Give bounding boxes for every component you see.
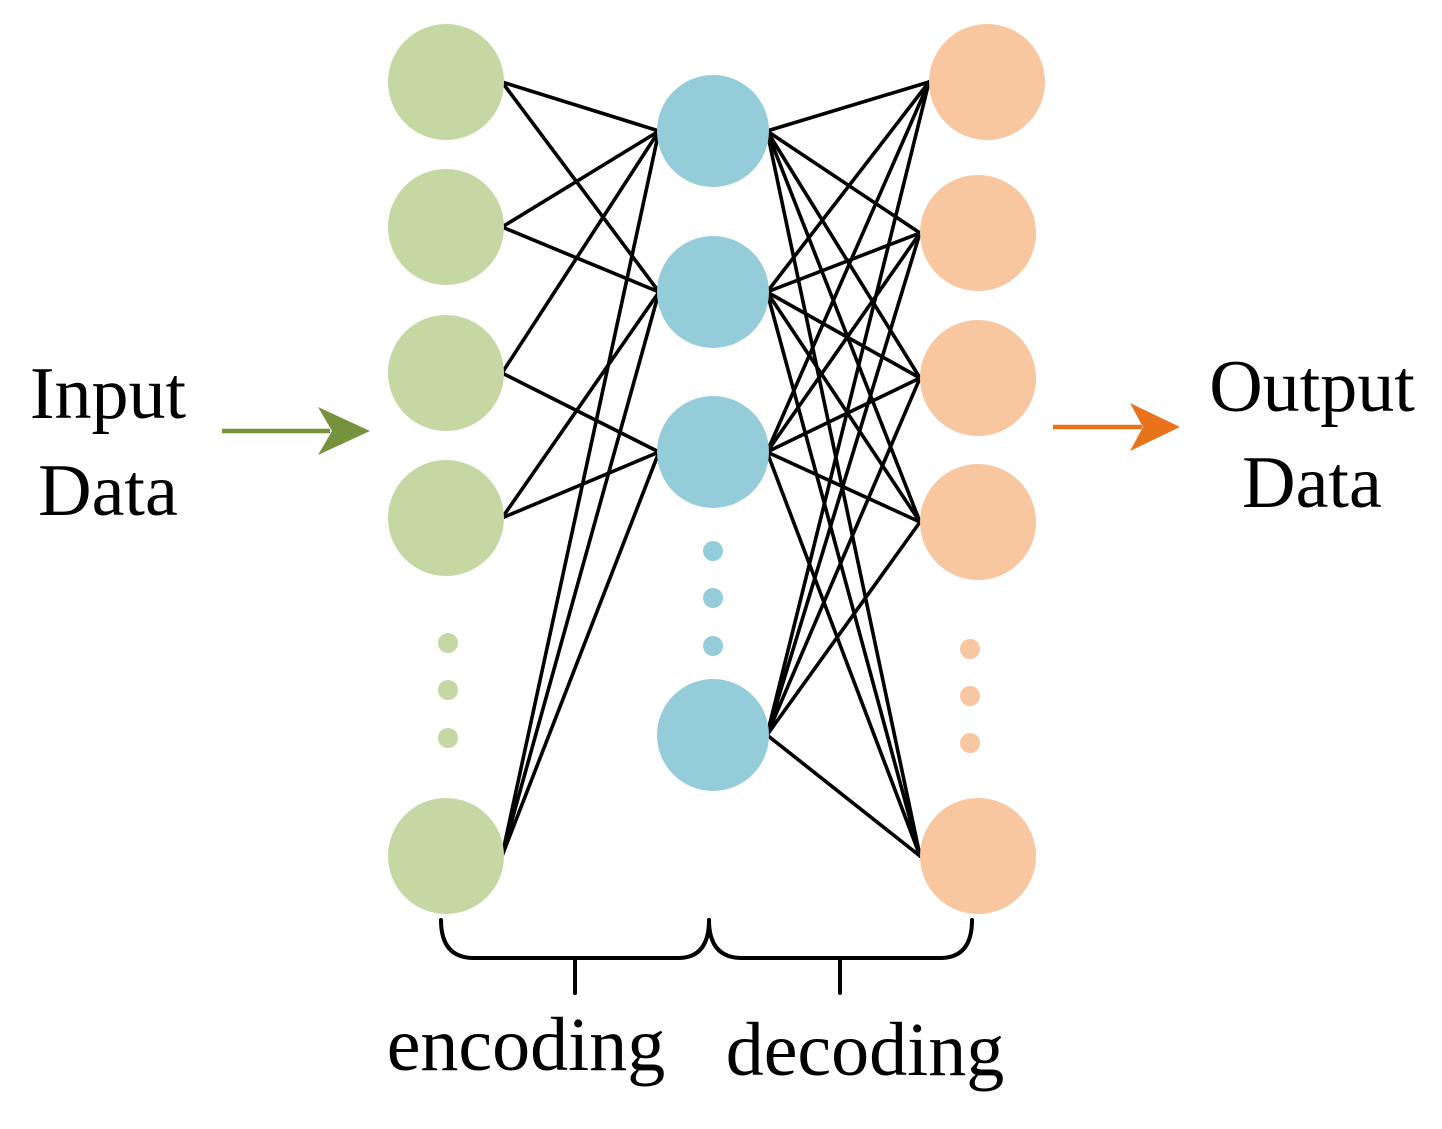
hidden-node [657,679,769,791]
connection-line [500,129,661,375]
output-node [920,464,1036,580]
output-node [920,798,1036,914]
encoder-connections [500,80,661,858]
connection-line [765,290,922,858]
input-node [388,24,504,140]
connection-line [765,231,922,737]
connection-line [765,231,922,294]
hidden-layer [657,75,769,791]
connection-line [500,450,661,858]
input-node [388,798,504,914]
connection-line [500,290,661,858]
connection-line [765,231,922,454]
connection-line [765,129,922,858]
decoder-connections [765,80,931,858]
output-ellipsis [960,639,980,753]
input-label-line2: Data [38,450,178,532]
connection-line [500,290,661,520]
connection-line [765,129,922,380]
encoding-label: encoding [387,1003,666,1087]
input-layer [388,24,504,914]
hidden-node [657,236,769,348]
connection-line [765,733,922,858]
input-node [388,169,504,285]
connection-line [765,290,922,524]
output-layer [920,24,1045,914]
connection-line [500,129,661,858]
connection-line [765,450,922,858]
hidden-ellipsis [703,541,723,656]
connection-line [500,80,661,133]
input-node [388,315,504,431]
connection-line [765,129,922,524]
input-arrow-icon [222,407,370,455]
output-label-line1: Output [1209,346,1415,428]
connection-line [500,225,661,294]
output-node [920,320,1036,436]
connection-line [765,520,922,737]
output-label-line2: Data [1242,442,1382,524]
output-node [929,24,1045,140]
connection-line [765,376,922,454]
hidden-node [657,396,769,508]
hidden-node [657,75,769,187]
connection-line [500,371,661,454]
connection-line [765,80,931,294]
connection-line [765,80,931,737]
input-label-line1: Input [30,353,187,435]
encoding-brace [439,918,711,995]
connection-line [765,376,922,737]
connection-line [500,129,661,229]
decoding-brace [707,918,974,995]
connection-line [765,290,922,380]
connection-line [765,80,931,133]
input-node [388,460,504,576]
decoding-label: decoding [726,1008,1005,1092]
connection-line [765,80,931,454]
input-ellipsis [438,633,458,748]
output-node [920,175,1036,291]
output-arrow-icon [1053,403,1180,451]
